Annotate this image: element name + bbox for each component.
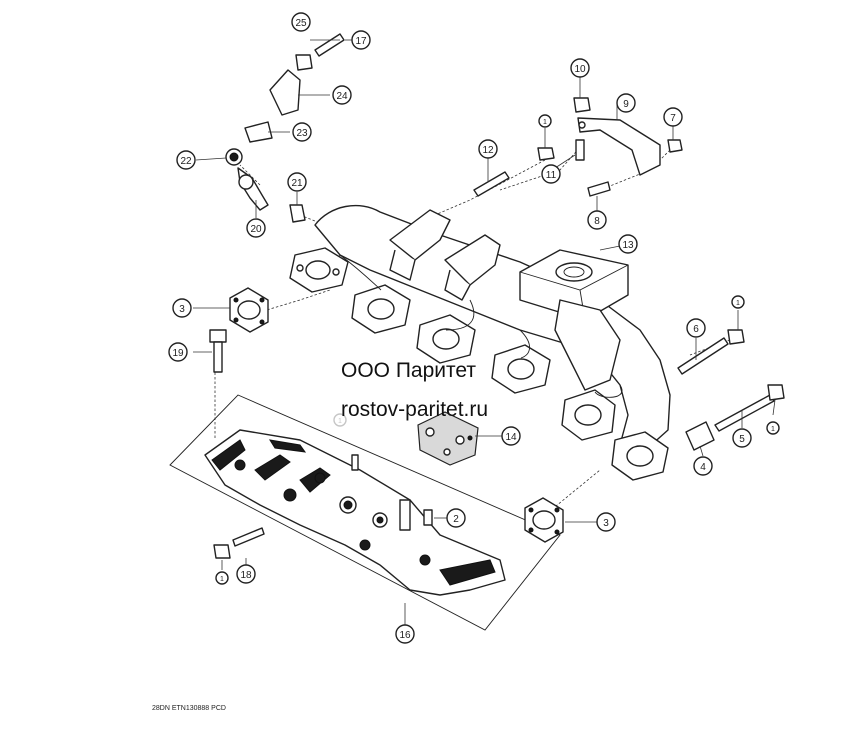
callout-6: 6 bbox=[686, 318, 706, 338]
svg-text:13: 13 bbox=[622, 240, 634, 251]
callout-16: 16 bbox=[395, 624, 415, 644]
stud-6 bbox=[677, 329, 745, 375]
heat-shield-plate bbox=[417, 411, 479, 466]
callout-19: 20 bbox=[246, 218, 266, 238]
stud-17 bbox=[213, 527, 265, 559]
svg-text:4: 4 bbox=[700, 462, 706, 473]
callout-2: 2 bbox=[446, 508, 466, 528]
svg-text:2: 2 bbox=[453, 514, 459, 525]
svg-text:1: 1 bbox=[338, 418, 342, 425]
callout-3-b: 3 bbox=[596, 512, 616, 532]
watermark-company: ООО Паритет bbox=[341, 359, 476, 382]
clip-25 bbox=[295, 54, 313, 71]
callout-13: 13 bbox=[618, 234, 638, 254]
nut-10 bbox=[573, 97, 591, 113]
callout-1-d: 1 bbox=[215, 571, 229, 585]
callouts: 25 17 24 23 22 21 20 12 1 10 9 7 11 8 13… bbox=[168, 12, 780, 644]
svg-text:14: 14 bbox=[505, 432, 517, 443]
svg-text:16: 16 bbox=[399, 630, 411, 641]
spacer-4 bbox=[685, 421, 715, 451]
port-flange-3 bbox=[416, 314, 476, 364]
exhaust-manifold bbox=[289, 204, 671, 481]
port-flange-6 bbox=[611, 431, 669, 481]
svg-text:3: 3 bbox=[179, 304, 185, 315]
bracket-9 bbox=[577, 117, 661, 176]
svg-text:1: 1 bbox=[543, 119, 547, 126]
svg-text:11: 11 bbox=[546, 170, 557, 181]
svg-text:25: 25 bbox=[295, 18, 307, 29]
port-flange-4 bbox=[491, 344, 551, 394]
svg-text:8: 8 bbox=[594, 216, 600, 227]
stud-12 bbox=[473, 171, 510, 197]
callout-4: 4 bbox=[693, 456, 713, 476]
callout-1-a: 1 bbox=[538, 114, 552, 128]
gasket-upper bbox=[229, 287, 269, 333]
svg-text:10: 10 bbox=[574, 64, 586, 75]
callout-17: 18 bbox=[236, 564, 256, 584]
stud-11 bbox=[575, 139, 585, 161]
callout-21: 17 bbox=[351, 30, 371, 50]
callout-11: 11 bbox=[541, 164, 561, 184]
svg-text:21: 21 bbox=[291, 178, 303, 189]
callout-23: 23 bbox=[292, 122, 312, 142]
callout-22: 22 bbox=[176, 150, 196, 170]
drawing-code: 28DN ETN130888 PCD bbox=[152, 705, 226, 712]
svg-text:1: 1 bbox=[220, 576, 224, 583]
callout-3-a: 3 bbox=[172, 298, 192, 318]
sensor-shield-24 bbox=[269, 69, 301, 116]
svg-text:5: 5 bbox=[739, 434, 745, 445]
callout-5: 5 bbox=[732, 428, 752, 448]
svg-text:19: 19 bbox=[172, 348, 184, 359]
watermark-url: rostov-paritet.ru bbox=[341, 398, 488, 421]
bolt-18 bbox=[209, 329, 227, 373]
svg-text:17: 17 bbox=[355, 36, 367, 47]
svg-text:9: 9 bbox=[623, 99, 629, 110]
callout-25: 25 bbox=[291, 12, 311, 32]
callout-12: 12 bbox=[478, 139, 498, 159]
callout-9: 9 bbox=[616, 93, 636, 113]
svg-text:20: 20 bbox=[250, 224, 262, 235]
svg-text:6: 6 bbox=[693, 324, 699, 335]
manifold-base-casting bbox=[204, 429, 506, 596]
port-flange-1 bbox=[289, 247, 349, 293]
callout-18: 19 bbox=[168, 342, 188, 362]
stud-5 bbox=[714, 384, 785, 432]
callout-1-e: 1 bbox=[333, 413, 347, 427]
callout-14: 14 bbox=[501, 426, 521, 446]
leader-lines bbox=[193, 39, 776, 625]
assembly-frame-16 bbox=[169, 394, 561, 631]
clip-23 bbox=[244, 121, 273, 143]
nut-7 bbox=[667, 139, 683, 153]
svg-text:3: 3 bbox=[603, 518, 609, 529]
bolt-21 bbox=[314, 33, 345, 57]
svg-text:1: 1 bbox=[736, 300, 740, 307]
svg-text:23: 23 bbox=[296, 128, 308, 139]
dowel-pin-2 bbox=[423, 509, 433, 526]
callout-7: 7 bbox=[663, 107, 683, 127]
svg-text:22: 22 bbox=[180, 156, 192, 167]
callout-24: 24 bbox=[332, 85, 352, 105]
svg-text:24: 24 bbox=[336, 91, 348, 102]
port-flange-5 bbox=[561, 389, 616, 441]
callout-1-c: 1 bbox=[766, 421, 780, 435]
callout-20: 21 bbox=[287, 172, 307, 192]
port-flange-2 bbox=[351, 284, 411, 334]
fitting-22 bbox=[225, 148, 243, 166]
callout-1-b: 1 bbox=[731, 295, 745, 309]
pipe-19 bbox=[237, 167, 269, 211]
fitting-20 bbox=[289, 204, 306, 223]
svg-text:1: 1 bbox=[771, 426, 775, 433]
bolt-8 bbox=[587, 181, 611, 197]
callout-8: 8 bbox=[587, 210, 607, 230]
svg-text:18: 18 bbox=[240, 570, 252, 581]
svg-text:12: 12 bbox=[482, 145, 494, 156]
nut-upper bbox=[537, 147, 555, 161]
svg-text:7: 7 bbox=[670, 113, 676, 124]
callout-10: 10 bbox=[570, 58, 590, 78]
gasket-lower bbox=[524, 497, 564, 543]
